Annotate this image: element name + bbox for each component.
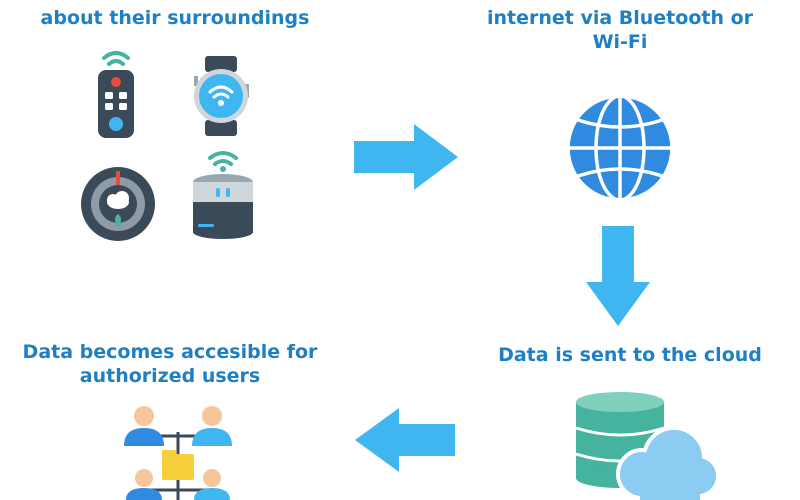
step-internet-caption-line2: Wi-Fi xyxy=(592,31,648,53)
step-internet-caption: internet via Bluetooth or Wi-Fi xyxy=(455,6,785,54)
step-devices-caption: about their surroundings xyxy=(40,7,310,29)
smartwatch-icon xyxy=(194,56,249,136)
smart-speaker-icon xyxy=(193,151,253,239)
step-users-caption-line2: authorized users xyxy=(79,365,261,387)
user-network-icon xyxy=(124,406,232,500)
step-cloud-caption: Data is sent to the cloud xyxy=(498,344,762,366)
arrow-left-icon xyxy=(355,408,455,472)
globe-icon xyxy=(566,94,674,202)
remote-control-icon xyxy=(98,51,134,138)
arrow-down-icon xyxy=(586,226,650,326)
cloud-icon xyxy=(616,426,720,500)
arrow-right-icon xyxy=(354,124,458,190)
step-users-caption-line1: Data becomes accesible for xyxy=(22,341,318,363)
step-internet-caption-line1: internet via Bluetooth or xyxy=(486,7,754,29)
thermostat-icon xyxy=(81,167,155,241)
step-users-caption: Data becomes accesible for authorized us… xyxy=(10,340,330,388)
